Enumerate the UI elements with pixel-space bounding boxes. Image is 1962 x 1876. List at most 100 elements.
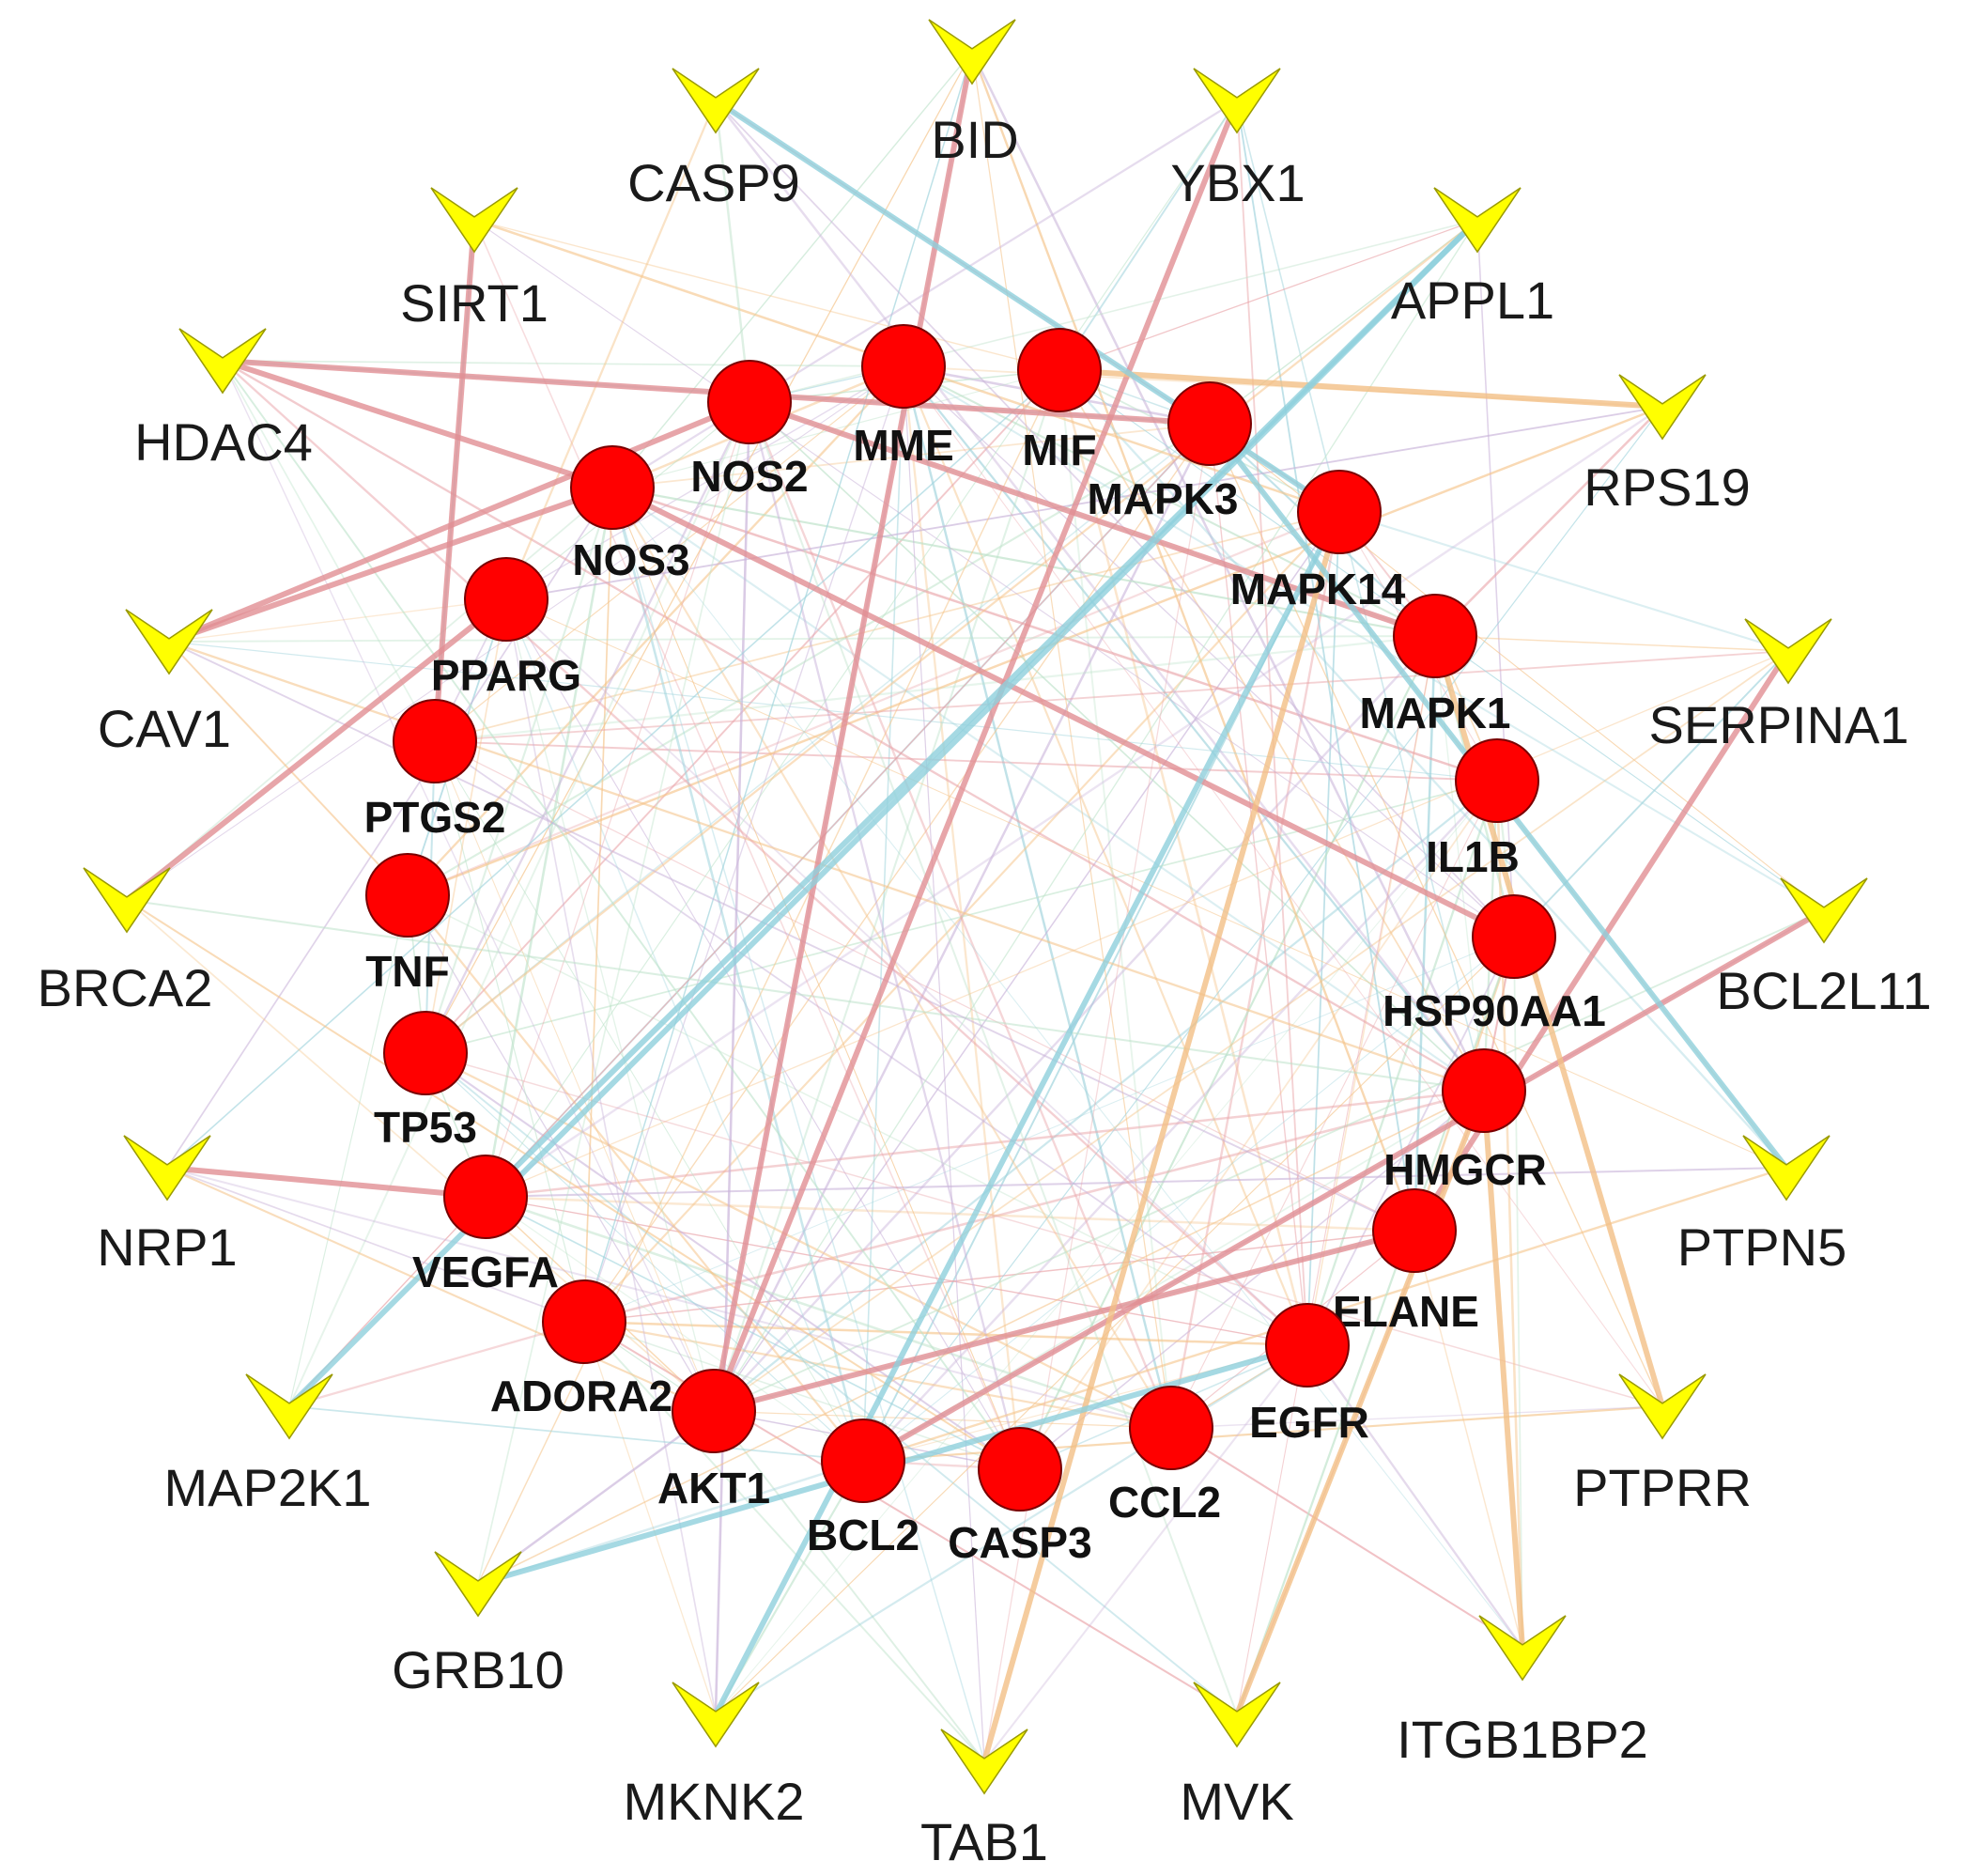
target-node-brca2[interactable]: BRCA2: [38, 867, 213, 1017]
hub-node-label: HMGCR: [1383, 1145, 1547, 1194]
edge-ybx1-elane: [1236, 100, 1415, 1232]
edge-map2k1-mapk3: [288, 423, 1211, 1407]
edge-hmgcr-nos2: [749, 401, 1485, 1092]
edge-akt1-tnf: [407, 894, 715, 1412]
edge-bid-ccl2: [971, 51, 1172, 1429]
target-node-nrp1[interactable]: NRP1: [97, 1135, 238, 1277]
target-node-hdac4[interactable]: HDAC4: [134, 328, 313, 472]
edge-mapk3-tp53: [425, 423, 1211, 1054]
target-node-bid[interactable]: BID: [928, 19, 1019, 169]
edge-mif-akt1: [713, 369, 1060, 1412]
hub-node-label: ELANE: [1333, 1287, 1479, 1336]
target-node-label: PTPRR: [1573, 1458, 1752, 1517]
target-node-ptprr[interactable]: PTPRR: [1573, 1373, 1752, 1517]
hub-node-mif[interactable]: MIF: [1017, 328, 1102, 474]
hub-node-bcl2[interactable]: BCL2: [807, 1419, 919, 1559]
edge-hdac4-hmgcr: [222, 359, 1485, 1093]
hub-node-label: TP53: [374, 1103, 477, 1152]
hub-node-vegfa[interactable]: VEGFA: [412, 1155, 559, 1296]
node-circle: [443, 1155, 528, 1239]
target-node-label: HDAC4: [134, 412, 313, 472]
edge-casp3-pparg: [505, 598, 1021, 1470]
hub-node-mapk1[interactable]: MAPK1: [1359, 594, 1511, 737]
edge-ptprr-mme: [903, 365, 1663, 1407]
edge-akt1-pparg: [505, 598, 715, 1412]
hub-node-nos3[interactable]: NOS3: [570, 445, 690, 584]
edge-serpina1-hsp90aa1: [1513, 650, 1789, 938]
edge-map2k1-tnf: [288, 894, 409, 1407]
hub-node-tnf[interactable]: TNF: [365, 853, 450, 996]
edge-grb10-hmgcr: [477, 1090, 1485, 1585]
hub-node-tp53[interactable]: TP53: [374, 1011, 477, 1152]
target-node-label: CASP9: [627, 153, 800, 212]
hub-node-akt1[interactable]: AKT1: [657, 1369, 770, 1512]
hub-node-adora2[interactable]: ADORA2: [490, 1279, 672, 1420]
edge-hmgcr-adora2: [583, 1089, 1485, 1324]
hub-node-hsp90aa1[interactable]: HSP90AA1: [1383, 894, 1606, 1035]
target-node-grb10[interactable]: GRB10: [392, 1551, 564, 1699]
edge-ccl2-nos2: [748, 401, 1173, 1429]
target-node-appl1[interactable]: APPL1: [1391, 187, 1554, 330]
target-node-itgb1bp2[interactable]: ITGB1BP2: [1397, 1615, 1648, 1769]
edge-serpina1-mapk1: [1434, 635, 1789, 652]
chevron-marker-icon: [245, 1373, 333, 1440]
edge-hdac4-ptgs2: [222, 360, 436, 742]
edge-il1b-ptgs2: [434, 740, 1498, 782]
target-node-label: ITGB1BP2: [1397, 1710, 1648, 1769]
edge-il1b-akt1: [713, 780, 1498, 1412]
hub-node-mme[interactable]: MME: [853, 324, 954, 470]
hub-node-label: MAPK3: [1087, 474, 1238, 523]
target-node-mknk2[interactable]: MKNK2: [624, 1682, 805, 1831]
hub-node-casp3[interactable]: CASP3: [948, 1427, 1092, 1567]
chevron-marker-icon: [430, 187, 518, 254]
strong-edge-hmgcr-itgb1bp2: [1481, 1088, 1525, 1651]
hub-node-hmgcr[interactable]: HMGCR: [1383, 1048, 1547, 1194]
target-node-casp9[interactable]: CASP9: [627, 68, 800, 212]
edge-egfr-adora2: [583, 1320, 1308, 1347]
edge-akt1-ptgs2: [434, 740, 715, 1412]
target-node-cav1[interactable]: CAV1: [98, 609, 231, 758]
target-node-bcl2l11[interactable]: BCL2L11: [1716, 877, 1932, 1020]
edge-rps19-bcl2: [862, 406, 1663, 1462]
edge-mapk14-tnf: [407, 510, 1340, 897]
hub-node-pparg[interactable]: PPARG: [431, 557, 581, 700]
edge-ybx1-egfr: [1236, 100, 1308, 1346]
chevron-marker-icon: [123, 1135, 211, 1202]
hub-node-mapk3[interactable]: MAPK3: [1087, 381, 1252, 523]
edge-brca2-hmgcr: [126, 898, 1485, 1093]
chevron-marker-icon: [1742, 1135, 1831, 1202]
edge-sirt1-casp3: [473, 219, 1021, 1470]
target-node-rps19[interactable]: RPS19: [1584, 374, 1751, 517]
hub-node-ccl2[interactable]: CCL2: [1108, 1386, 1221, 1527]
target-node-serpina1[interactable]: SERPINA1: [1649, 618, 1909, 754]
hub-node-mapk14[interactable]: MAPK14: [1230, 470, 1406, 613]
target-node-ybx1[interactable]: YBX1: [1170, 68, 1305, 212]
hub-node-nos2[interactable]: NOS2: [690, 360, 809, 501]
hub-node-ptgs2[interactable]: PTGS2: [364, 699, 506, 842]
target-node-tab1[interactable]: TAB1: [920, 1729, 1048, 1871]
edge-casp9-pparg: [504, 100, 718, 600]
edge-mapk3-adora2: [583, 423, 1211, 1323]
target-node-map2k1[interactable]: MAP2K1: [164, 1373, 372, 1517]
chevron-marker-icon: [672, 68, 760, 134]
target-node-label: PTPN5: [1677, 1217, 1847, 1277]
edge-serpina1-vegfa: [485, 650, 1789, 1198]
hub-node-elane[interactable]: ELANE: [1333, 1188, 1479, 1336]
outer-nodes: BID YBX1APPL1RPS19SERPINA1BCL2L11PTPN5PTP…: [38, 19, 1932, 1871]
edge-mif-ccl2: [1058, 369, 1172, 1429]
target-node-sirt1[interactable]: SIRT1: [400, 187, 548, 333]
node-circle: [1472, 894, 1556, 979]
hub-node-egfr[interactable]: EGFR: [1249, 1303, 1369, 1447]
strong-edge-brca2-pparg: [124, 597, 509, 903]
edge-tp53-nos2: [424, 401, 751, 1054]
edge-mvk-tp53: [425, 1052, 1238, 1715]
edge-hdac4-casp3: [222, 360, 1021, 1470]
node-circle: [1372, 1188, 1457, 1273]
hub-node-label: IL1B: [1426, 832, 1520, 881]
target-node-ptpn5[interactable]: PTPN5: [1677, 1135, 1847, 1277]
target-node-mvk[interactable]: MVK: [1180, 1682, 1294, 1831]
hub-node-il1b[interactable]: IL1B: [1426, 738, 1539, 881]
edge-mknk2-hsp90aa1: [715, 936, 1515, 1715]
strong-edge-cav1-nos3: [166, 485, 615, 644]
